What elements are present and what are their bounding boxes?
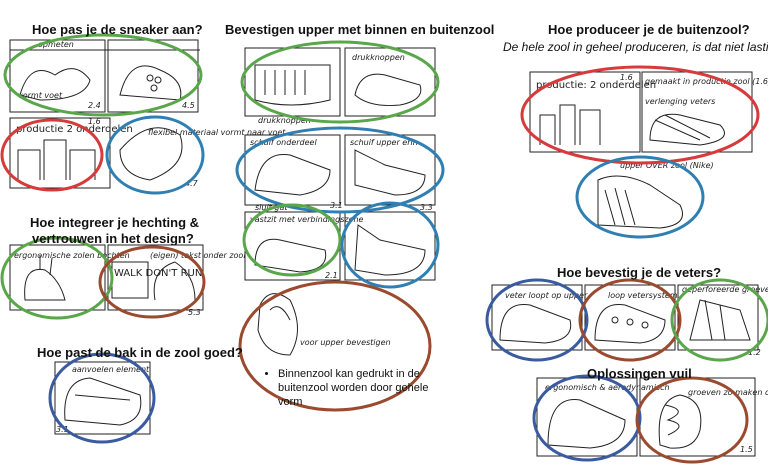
label-num-1-5: 1.5 <box>740 445 753 454</box>
label-verlenging-veters: verlenging veters <box>645 97 715 106</box>
label-groeven: groeven zo maken dat schoen <box>688 388 768 397</box>
title-trust-line2: vertrouwen in het design? <box>32 231 194 246</box>
highlight-blue-upper-over <box>575 155 705 239</box>
title-tray-fit: Hoe past de bak in de zool goed? <box>37 345 243 360</box>
label-upper-over-zool: upper OVER zool (Nike) <box>620 161 714 170</box>
label-num-3-3: 3.3 <box>420 203 433 212</box>
label-schuif-onderdeel: schuif onderdeel <box>250 138 317 147</box>
label-productie-sole: productie: 2 onderdelen <box>536 80 656 91</box>
label-upper-bevestigen: voor upper bevestigen <box>300 338 391 347</box>
label-num-2-4: 2.4 <box>88 101 101 110</box>
subtitle-sole-produce: De hele zool in geheel produceren, is da… <box>503 40 768 54</box>
label-eigen-tekst: (eigen) tekst onder zool <box>150 251 246 260</box>
label-veter-loopt: veter loopt op upper <box>505 291 588 300</box>
label-schuif-upper-erin: schuif upper erin <box>350 138 418 147</box>
label-num-1-2: 1.2 <box>748 348 761 357</box>
label-drukknoppen-a: drukknoppen <box>258 116 311 125</box>
label-ergonomisch: ergonomisch & aerodynamisch <box>545 383 670 392</box>
highlight-green-verbinding <box>242 203 342 277</box>
highlight-blue-schuif <box>235 126 445 214</box>
label-flexibel-materiaal: flexibel materiaal vormt naar voet <box>148 128 286 137</box>
label-opmeten: opmeten <box>38 40 74 49</box>
highlight-navy-veter <box>485 278 589 362</box>
label-verbindingszone: vastzit met verbindingszone <box>250 215 364 224</box>
highlight-green-groeven <box>670 278 768 362</box>
label-ergonomische-zolen: ergonomische zolen bochten <box>14 251 130 260</box>
highlight-red-productie <box>0 118 104 192</box>
highlight-brown-schoen <box>635 376 749 464</box>
label-num-3-1-tray: 3.1 <box>56 425 69 434</box>
label-walk-dont-run: WALK DON'T RUN <box>114 268 202 279</box>
highlight-blue-flexibel <box>105 115 205 195</box>
title-sneaker-fit: Hoe pas je de sneaker aan? <box>32 22 203 37</box>
highlight-navy-ergonomisch <box>532 374 642 462</box>
highlight-brown-loop <box>578 278 682 362</box>
title-sole-produce: Hoe produceer je de buitenzool? <box>548 22 750 37</box>
highlight-blue-sluit <box>340 201 440 289</box>
label-num-4-7: 4.7 <box>185 179 199 188</box>
highlight-green-fit <box>3 33 203 117</box>
bullet-note-item: Binnenzool kan gedrukt in de buitenzool … <box>278 367 432 409</box>
title-upper-attach: Bevestigen upper met binnen en buitenzoo… <box>225 22 495 37</box>
highlight-brown-binnenzool <box>238 280 432 412</box>
label-productie-2-onderdelen: productie 2 onderdelen <box>16 124 133 135</box>
title-trust-line1: Hoe integreer je hechting & <box>30 215 200 230</box>
highlight-green-trust <box>0 236 114 320</box>
label-num-1-6-sole: 1.6 <box>620 73 633 82</box>
title-laces: Hoe bevestig je de veters? <box>557 265 722 280</box>
label-num-3-1: 3.1 <box>330 201 343 210</box>
label-drukknoppen-b: drukknoppen <box>352 53 405 62</box>
label-num-5-3: 5.3 <box>188 308 201 317</box>
highlight-brown-tekst <box>98 245 206 319</box>
sketch-panel-group-sole <box>491 71 759 457</box>
label-gemaakt-in-productie: gemaakt in productie zool (1.6) <box>645 77 768 86</box>
label-vormt-voet: vormt voet <box>18 91 63 100</box>
sketch-panel-group-fit <box>9 39 204 435</box>
bullet-note: Binnenzool kan gedrukt in de buitenzool … <box>262 367 432 409</box>
label-num-1-6: 1.6 <box>88 117 101 126</box>
highlight-navy-tray <box>48 352 156 444</box>
label-num-4-5: 4.5 <box>182 101 195 110</box>
label-geperforeerde-groeven: geperforeerde groeven <box>682 285 768 294</box>
highlight-red-sole <box>520 65 760 165</box>
label-aanvoelen-element: aanvoelen element <box>72 365 150 374</box>
label-loop-vetersystem: loop vetersystem <box>608 291 678 300</box>
title-dirt: Oplossingen vuil <box>587 366 692 381</box>
highlight-green-drukknoppen <box>240 40 440 124</box>
label-num-2-1: 2.1 <box>325 271 338 280</box>
